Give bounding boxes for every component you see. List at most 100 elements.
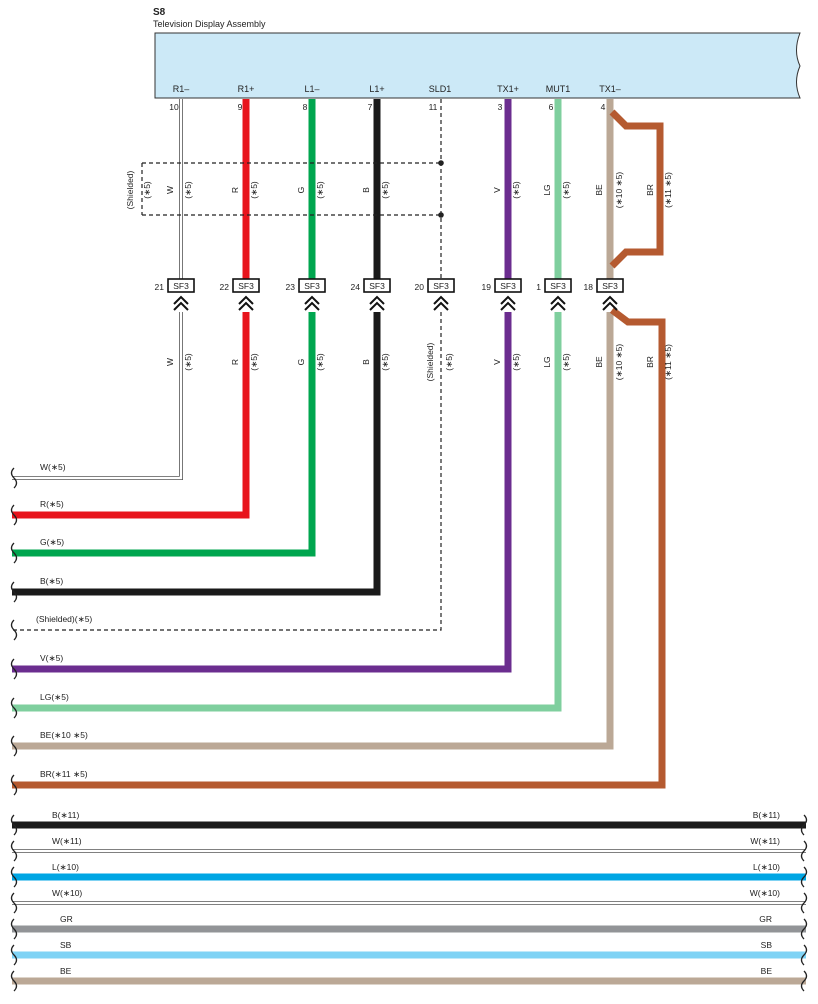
assembly-name: Television Display Assembly: [153, 19, 266, 29]
assembly-box: [154, 32, 801, 99]
pin-label-r1-plus: R1+: [238, 84, 255, 94]
lower-label-g: G: [296, 359, 306, 366]
connector-sf3-18: SF3: [596, 278, 624, 311]
connector-number-21: 21: [155, 282, 165, 292]
shield-note-upper: (∗5): [142, 181, 152, 199]
wire-lg-lower: [12, 312, 562, 712]
wire-w-lower: [12, 312, 183, 480]
bus-label-r: R(∗5): [40, 499, 64, 509]
pin-label-r1-minus: R1–: [173, 84, 190, 94]
pin-label-tx1-minus: TX1–: [599, 84, 621, 94]
upper-note-br: (∗11 ∗5): [663, 172, 673, 208]
pin-number-3: 3: [498, 102, 503, 112]
upper-label-w: W: [165, 186, 175, 194]
connector-number-20: 20: [415, 282, 425, 292]
pin-label-tx1-plus: TX1+: [497, 84, 519, 94]
pin-label-l1-plus: L1+: [369, 84, 384, 94]
pin-label-l1-minus: L1–: [304, 84, 319, 94]
connector-sf3-22: SF3: [232, 278, 260, 311]
shield-label-upper: (Shielded): [125, 170, 135, 209]
connector-number-23: 23: [286, 282, 296, 292]
upper-label-lg: LG: [542, 184, 552, 195]
wire-b-lower: [12, 312, 381, 596]
upper-note-g: (∗5): [315, 181, 325, 199]
bus-label-lg: LG(∗5): [40, 692, 69, 702]
wire-g-lower: [12, 312, 316, 557]
svg-text:SF3: SF3: [238, 281, 254, 291]
through-label-right-w10: W(∗10): [750, 888, 780, 898]
pin-number-4: 4: [601, 102, 606, 112]
lower-label-br: BR: [645, 356, 655, 368]
pin-number-7: 7: [368, 102, 373, 112]
pin-label-sld1: SLD1: [429, 84, 452, 94]
through-label-left-gr: GR: [60, 914, 73, 924]
through-label-right-l: L(∗10): [753, 862, 780, 872]
through-label-right-w11: W(∗11): [750, 836, 780, 846]
svg-text:SF3: SF3: [173, 281, 189, 291]
wire-br-lower: [12, 307, 666, 789]
wire-v-lower: [12, 312, 512, 673]
upper-label-br: BR: [645, 184, 655, 196]
through-wires: [12, 821, 806, 985]
upper-note-r: (∗5): [249, 181, 259, 199]
lower-label-w: W: [165, 358, 175, 366]
connector-number-22: 22: [220, 282, 230, 292]
upper-wires: [179, 99, 664, 280]
upper-label-v: V: [492, 187, 502, 193]
lower-note-g: (∗5): [315, 353, 325, 371]
bus-label-be: BE(∗10 ∗5): [40, 730, 88, 740]
wire-br-upper: [609, 109, 664, 269]
pin-number-10: 10: [169, 102, 179, 112]
through-label-right-be: BE: [761, 966, 773, 976]
wire-r-lower: [12, 312, 250, 519]
through-label-left-w10: W(∗10): [52, 888, 82, 898]
pin-number-8: 8: [303, 102, 308, 112]
connector-sf3-20: SF3: [427, 278, 455, 311]
connector-number-24: 24: [351, 282, 361, 292]
bus-label-w: W(∗5): [40, 462, 66, 472]
upper-note-w: (∗5): [183, 181, 193, 199]
pin-number-11: 11: [429, 102, 438, 112]
lower-note-r: (∗5): [249, 353, 259, 371]
shield-box-upper: [141, 160, 444, 218]
lower-note-b: (∗5): [380, 353, 390, 371]
through-label-right-gr: GR: [759, 914, 772, 924]
through-label-left-b: B(∗11): [52, 810, 79, 820]
connector-number-18: 18: [584, 282, 594, 292]
upper-note-b: (∗5): [380, 181, 390, 199]
lower-label-shield: (Shielded): [425, 342, 435, 381]
assembly-code: S8: [153, 7, 166, 18]
lower-note-v: (∗5): [511, 353, 521, 371]
lower-note-be: (∗10 ∗5): [614, 344, 624, 381]
lower-label-v: V: [492, 359, 502, 365]
wire-be-lower: [12, 312, 614, 750]
svg-text:SF3: SF3: [550, 281, 566, 291]
connector-sf3-23: SF3: [298, 278, 326, 311]
svg-text:SF3: SF3: [304, 281, 320, 291]
bus-label-v: V(∗5): [40, 653, 63, 663]
connector-number-19: 19: [482, 282, 492, 292]
lower-note-w: (∗5): [183, 353, 193, 371]
pin-number-6: 6: [549, 102, 554, 112]
connector-number-1: 1: [536, 282, 541, 292]
through-label-left-w11: W(∗11): [52, 836, 82, 846]
svg-text:SF3: SF3: [369, 281, 385, 291]
pin-label-mut1: MUT1: [546, 84, 571, 94]
lower-label-b: B: [361, 359, 371, 365]
connector-sf3-24: SF3: [363, 278, 391, 311]
connector-sf3-19: SF3: [494, 278, 522, 311]
through-label-left-l: L(∗10): [52, 862, 79, 872]
lower-label-lg: LG: [542, 356, 552, 367]
connector-sf3-21: SF3: [167, 278, 195, 311]
upper-note-be: (∗10 ∗5): [614, 172, 624, 209]
svg-text:SF3: SF3: [602, 281, 618, 291]
bus-label-shield: (Shielded)(∗5): [36, 614, 92, 624]
upper-label-b: B: [361, 187, 371, 193]
through-label-right-b: B(∗11): [753, 810, 780, 820]
lower-note-lg: (∗5): [561, 353, 571, 371]
lower-note-shield: (∗5): [444, 353, 454, 371]
lower-wires: [12, 307, 666, 789]
upper-note-lg: (∗5): [561, 181, 571, 199]
svg-text:SF3: SF3: [500, 281, 516, 291]
